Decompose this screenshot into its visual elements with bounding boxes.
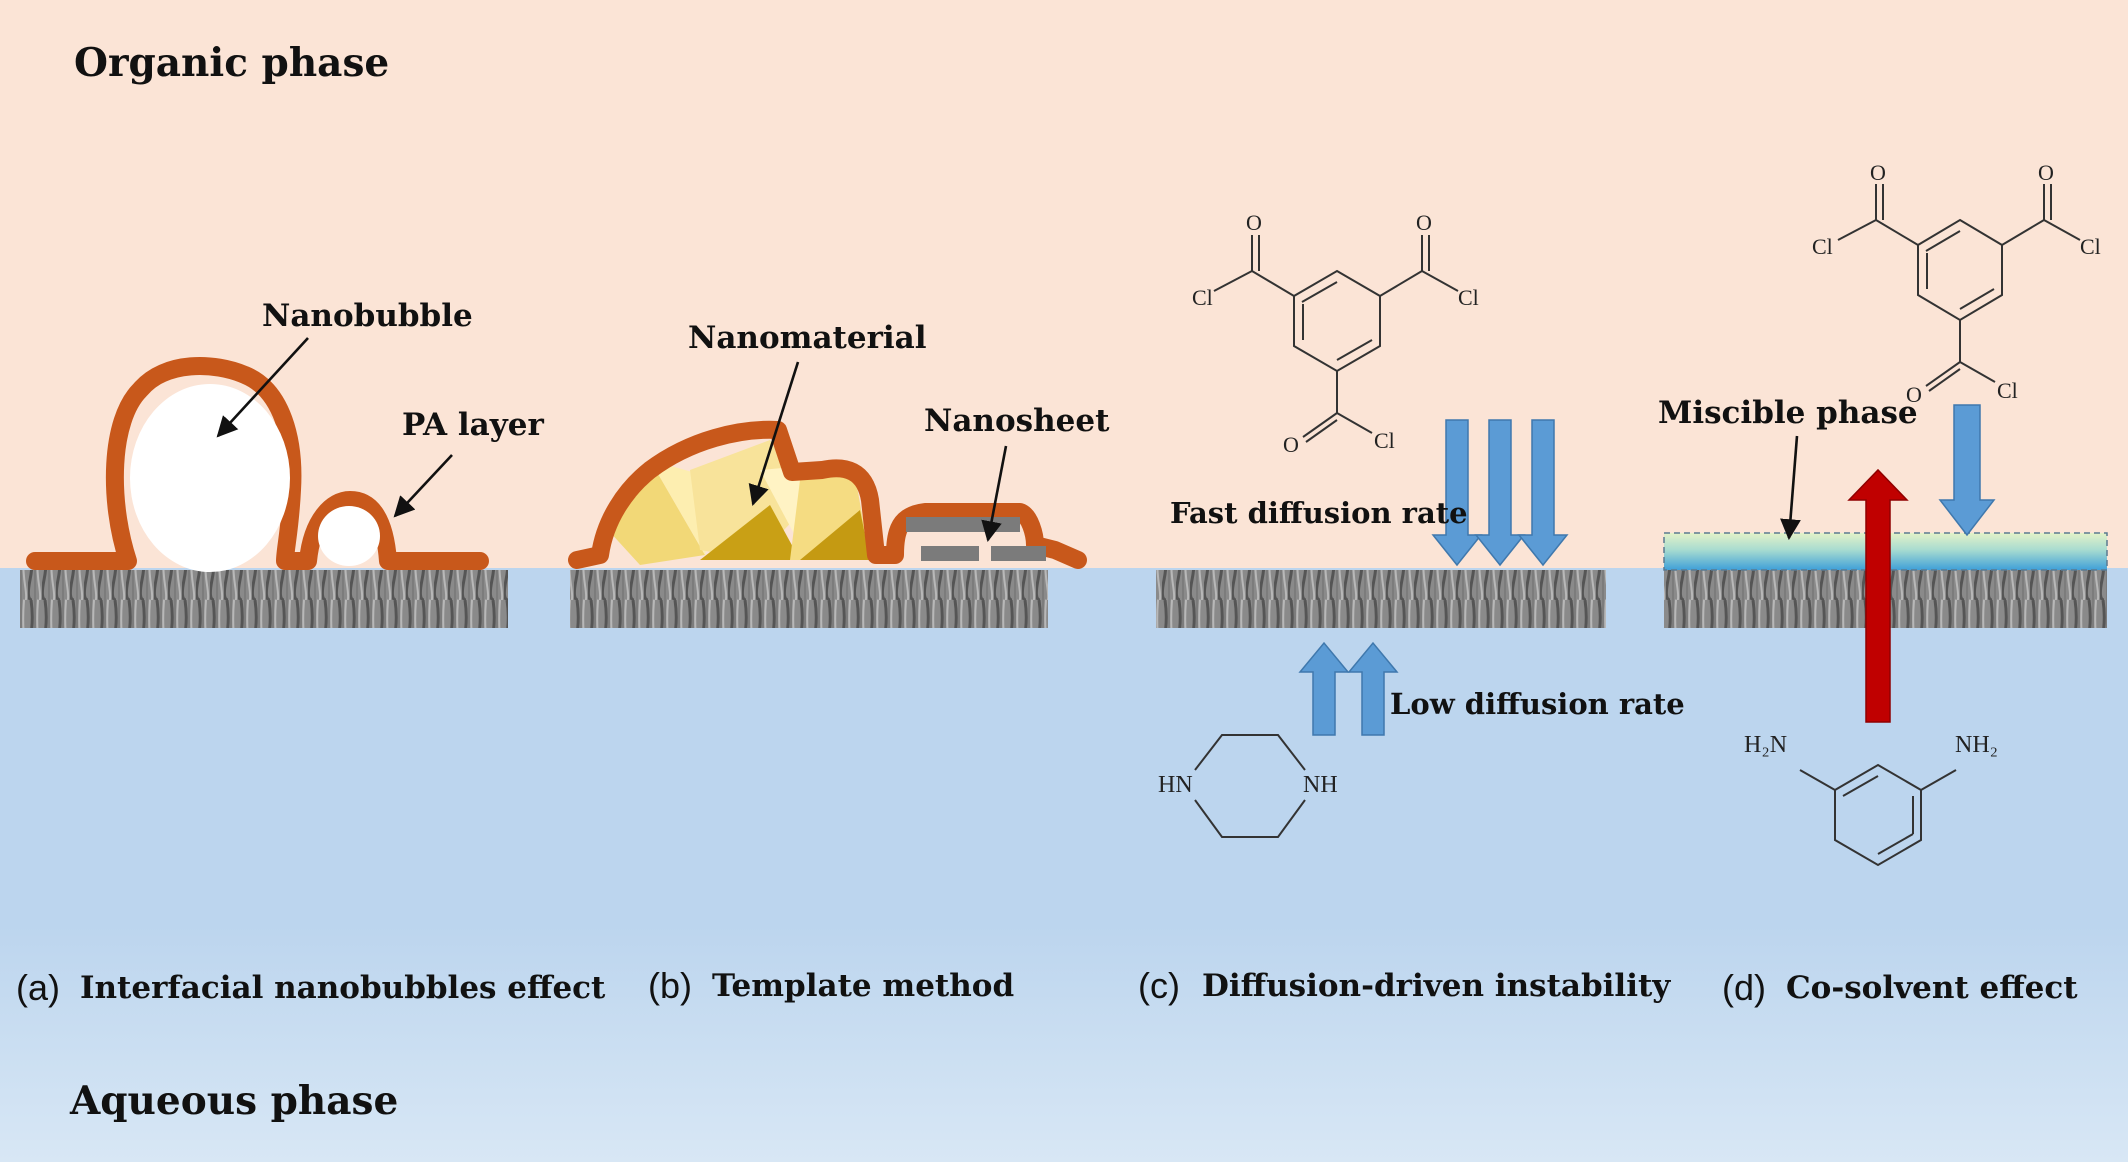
panel-b: Nanomaterial Nanosheet (b) Template meth… xyxy=(568,320,1110,1006)
fast-arrow-3 xyxy=(1517,419,1569,567)
nanobubble-large xyxy=(130,384,290,572)
crystal-1 xyxy=(608,460,705,565)
panel-d: O O O Cl Cl Cl Miscible phase H₂N NH₂ (d… xyxy=(1658,160,2108,1008)
atom-o-c3: O xyxy=(1283,432,1299,457)
piperazine-molecule: HN NH xyxy=(1158,734,1338,838)
panel-b-letter: (b) xyxy=(648,965,692,1006)
panel-c-letter: (c) xyxy=(1138,965,1180,1006)
nanomaterial-pointer xyxy=(748,361,800,506)
atom-cl-d3: Cl xyxy=(1997,378,2018,403)
low-diffusion-label: Low diffusion rate xyxy=(1390,687,1685,721)
panel-c-title: Diffusion-driven instability xyxy=(1202,968,1671,1004)
atom-o-d3: O xyxy=(1906,382,1922,407)
crystal-2-face xyxy=(700,505,800,560)
nanobubble-small xyxy=(318,506,380,566)
tmc-diffusion-arrow xyxy=(1938,404,1996,537)
nanosheet-bar-2 xyxy=(921,546,979,561)
atom-hn: HN xyxy=(1158,772,1193,798)
panel-a-letter: (a) xyxy=(16,967,60,1008)
panel-a: Nanobubble PA layer (a) Interfacial nano… xyxy=(16,298,606,1008)
atom-o-c2: O xyxy=(1416,210,1432,235)
atom-h2n: H₂N xyxy=(1744,732,1787,758)
fast-arrow-2 xyxy=(1474,419,1526,567)
panel-d-title: Co-solvent effect xyxy=(1786,970,2078,1006)
panel-d-letter: (d) xyxy=(1722,967,1766,1008)
nanosheet-bar-3 xyxy=(991,546,1046,561)
panel-c: O O O Cl Cl Cl Fast diffusion rate Low d… xyxy=(1138,210,1685,1006)
atom-cl-c1: Cl xyxy=(1192,285,1213,310)
tmc-molecule-d: O O O Cl Cl Cl xyxy=(1812,160,2101,407)
nanomaterial-label: Nanomaterial xyxy=(688,320,927,356)
panel-a-title: Interfacial nanobubbles effect xyxy=(80,970,606,1006)
aqueous-phase-region xyxy=(0,568,2128,1162)
panel-b-title: Template method xyxy=(712,968,1014,1004)
miscible-phase-label: Miscible phase xyxy=(1658,395,1918,431)
pa-layer-a xyxy=(26,357,489,570)
nanosheet-label: Nanosheet xyxy=(924,403,1110,439)
nanobubble-pointer xyxy=(216,337,309,438)
atom-cl-d1: Cl xyxy=(1812,234,1833,259)
atom-cl-c3: Cl xyxy=(1374,428,1395,453)
miscible-phase-pointer xyxy=(1780,435,1801,541)
low-arrow-1 xyxy=(1298,641,1350,736)
nanosheet-bar-1 xyxy=(906,517,1020,532)
organic-phase-label: Organic phase xyxy=(74,40,389,86)
atom-nh2: NH₂ xyxy=(1955,732,1998,758)
pa-layer-label: PA layer xyxy=(402,407,544,443)
organic-phase-region xyxy=(0,0,2128,568)
fast-diffusion-label: Fast diffusion rate xyxy=(1170,496,1468,530)
pa-layer-b xyxy=(568,420,1087,569)
atom-o-d1: O xyxy=(1870,160,1886,185)
low-arrow-2 xyxy=(1347,641,1399,736)
aqueous-phase-label: Aqueous phase xyxy=(69,1078,398,1124)
crystal-4-face xyxy=(800,510,870,560)
tmc-molecule-c: O O O Cl Cl Cl xyxy=(1192,210,1479,457)
atom-o-d2: O xyxy=(2038,160,2054,185)
pa-layer-pointer xyxy=(393,454,453,518)
membrane-c xyxy=(1156,570,1606,628)
mpd-molecule: H₂N NH₂ xyxy=(1744,732,1998,867)
mpd-diffusion-arrow xyxy=(1847,468,1909,723)
atom-cl-d2: Cl xyxy=(2080,234,2101,259)
atom-cl-c2: Cl xyxy=(1458,285,1479,310)
membrane-b xyxy=(570,570,1048,628)
membrane-a xyxy=(20,570,508,628)
nanobubble-label: Nanobubble xyxy=(262,298,473,334)
atom-o-c1: O xyxy=(1246,210,1262,235)
nanosheet-pointer xyxy=(981,445,1008,543)
atom-nh: NH xyxy=(1303,772,1338,798)
fast-arrow-1 xyxy=(1431,419,1483,567)
